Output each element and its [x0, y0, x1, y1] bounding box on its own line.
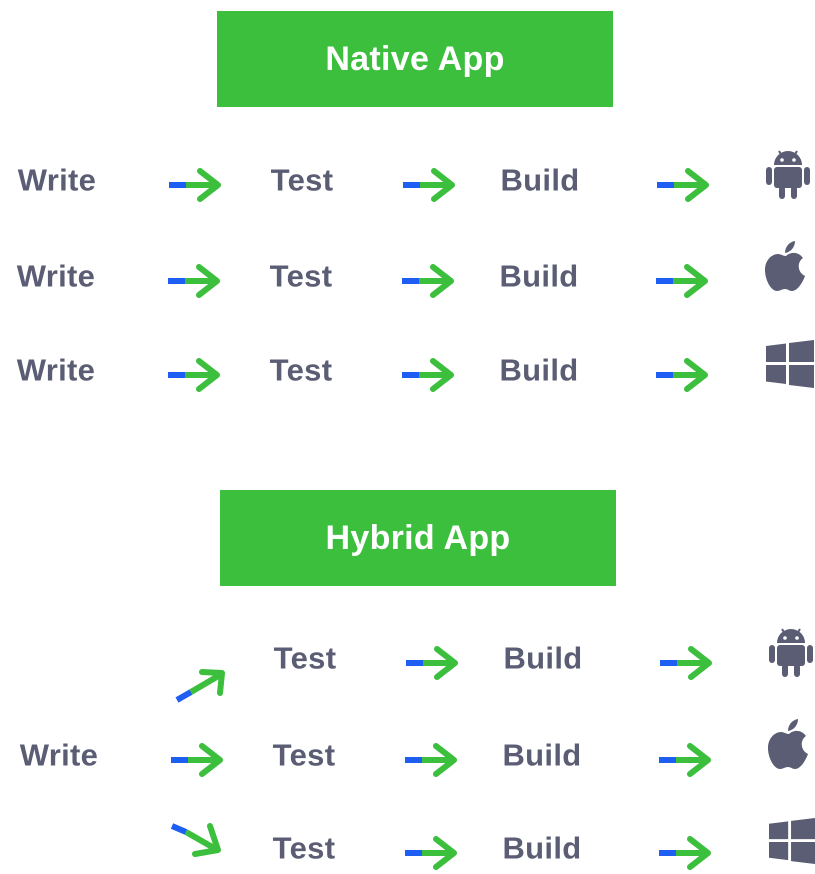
flow-arrow-icon: [405, 743, 457, 777]
flow-arrow-icon: [168, 264, 220, 298]
native-app-banner: Native App: [217, 11, 613, 107]
android-icon: [769, 628, 813, 677]
native-row-1-test: Test: [270, 162, 334, 198]
native-row-2-write: Write: [16, 258, 96, 294]
windows-icon: [769, 818, 815, 864]
flow-arrow-icon: [402, 264, 454, 298]
native-row-2-test: Test: [269, 258, 333, 294]
flow-arrow-icon: [169, 168, 221, 202]
hybrid-row-3-build: Build: [502, 830, 582, 866]
hybrid-row-1-build: Build: [503, 640, 583, 676]
flow-arrow-down-diagonal-icon: [170, 823, 221, 857]
hybrid-row-2-test: Test: [272, 737, 336, 773]
flow-arrow-icon: [406, 646, 458, 680]
hybrid-row-2-build: Build: [502, 737, 582, 773]
flow-arrow-icon: [402, 358, 454, 392]
native-row-2-build: Build: [499, 258, 579, 294]
apple-icon: [765, 241, 805, 291]
native-app-title: Native App: [325, 39, 505, 78]
flow-arrow-icon: [656, 358, 708, 392]
flow-arrow-icon: [403, 168, 455, 202]
native-row-3-test: Test: [269, 352, 333, 388]
flow-arrow-icon: [660, 646, 712, 680]
hybrid-app-banner: Hybrid App: [220, 490, 616, 586]
hybrid-app-title: Hybrid App: [325, 518, 511, 557]
native-row-3-build: Build: [499, 352, 579, 388]
android-icon: [766, 150, 810, 199]
native-row-1-build: Build: [500, 162, 580, 198]
hybrid-write: Write: [19, 737, 99, 773]
flow-arrow-up-diagonal-icon: [175, 669, 225, 703]
flow-arrow-icon: [659, 743, 711, 777]
flow-arrow-icon: [171, 743, 223, 777]
flow-arrow-icon: [657, 168, 709, 202]
hybrid-row-1-test: Test: [273, 640, 337, 676]
native-row-1-write: Write: [17, 162, 97, 198]
flow-arrow-icon: [659, 836, 711, 870]
flow-arrow-icon: [656, 264, 708, 298]
native-row-3-write: Write: [16, 352, 96, 388]
apple-icon: [768, 719, 808, 769]
hybrid-row-3-test: Test: [272, 830, 336, 866]
flow-arrow-icon: [168, 358, 220, 392]
flow-arrow-icon: [405, 836, 457, 870]
windows-icon: [766, 340, 814, 388]
